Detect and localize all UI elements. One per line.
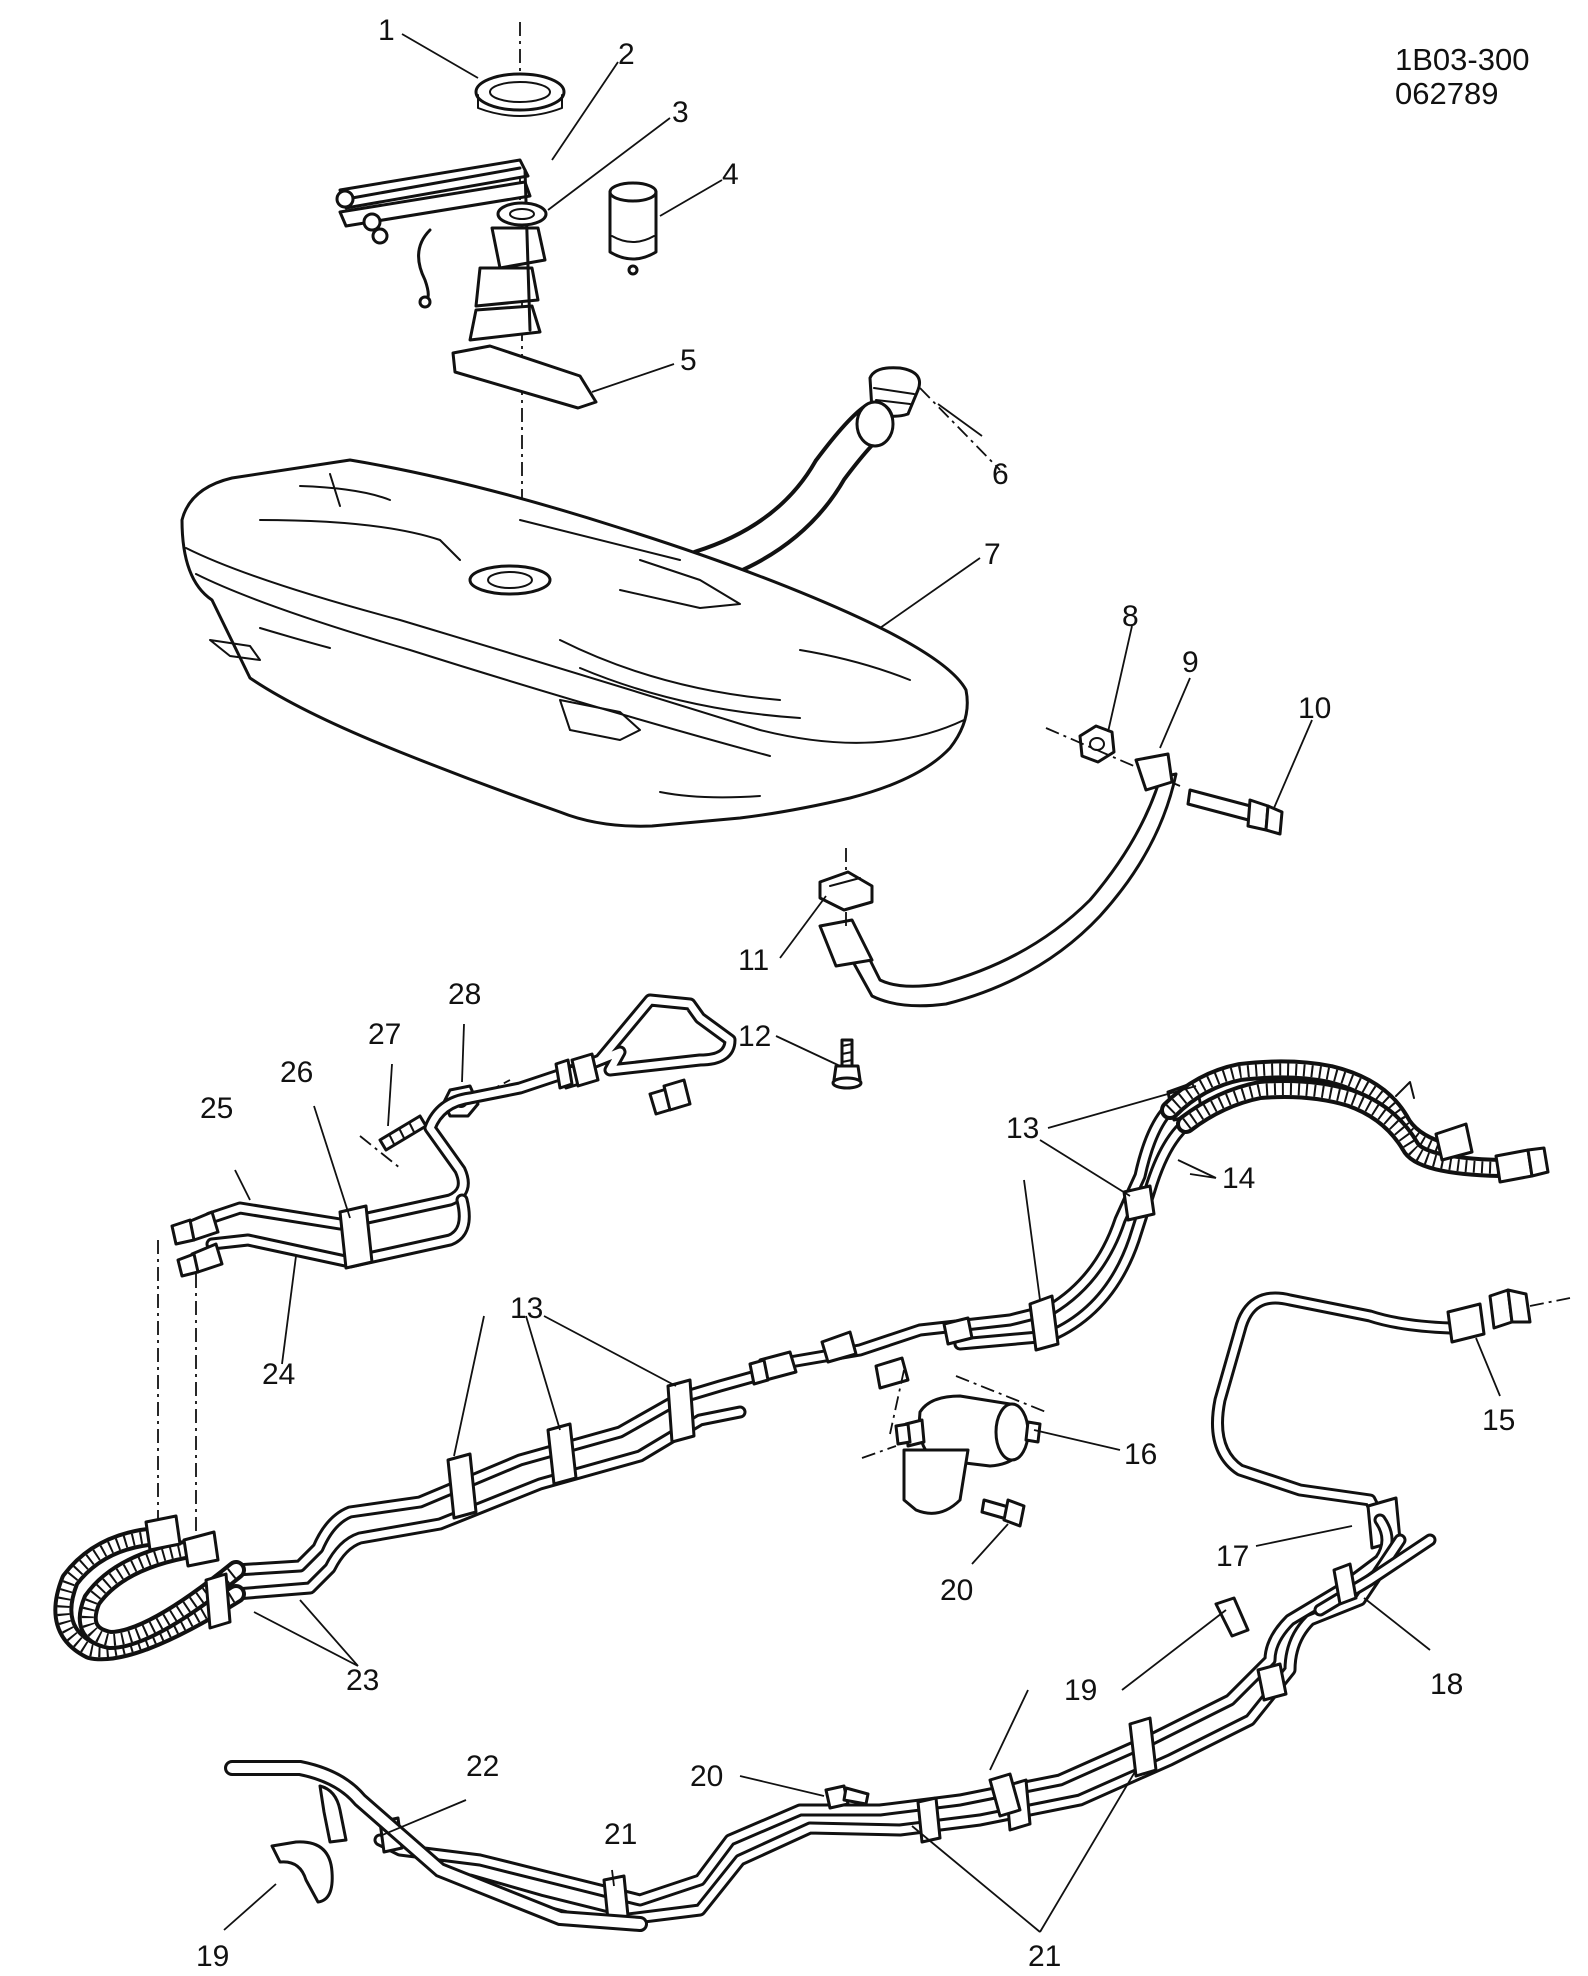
- callout-numbers: 1 2 3 4 5 6 7 8 9 10 11 12 13 13 14 15 1…: [196, 14, 1515, 1973]
- rear-fuel-pipes: [203, 993, 737, 1270]
- line-clip: [666, 1378, 696, 1444]
- main-fuel-lines: [229, 1080, 1204, 1601]
- fuel-tank: [180, 458, 969, 828]
- callout-13-left: 13: [510, 1292, 543, 1325]
- line-clip: [446, 1452, 478, 1520]
- fuel-pump-strainer: [608, 181, 658, 276]
- line-clip: [1122, 1184, 1156, 1222]
- return-line-axis: [1529, 1297, 1571, 1307]
- callout-19-right: 19: [1064, 1674, 1097, 1707]
- callout-11: 11: [738, 944, 769, 977]
- callout-28: 28: [448, 978, 481, 1011]
- callout-7: 7: [984, 538, 1001, 571]
- callout-18: 18: [1430, 1668, 1463, 1701]
- callout-leaders: [223, 33, 1501, 1933]
- filter-axis-right: [955, 1375, 1047, 1413]
- callout-21-right: 21: [1028, 1940, 1061, 1973]
- callout-10: 10: [1298, 692, 1331, 725]
- callout-9: 9: [1182, 646, 1199, 679]
- fitting-axis-left: [157, 1240, 197, 1540]
- flexible-hose-loop: [53, 1514, 246, 1662]
- callout-5: 5: [680, 344, 697, 377]
- callout-26: 26: [280, 1056, 313, 1089]
- callout-20-upper: 20: [940, 1574, 973, 1607]
- strap-bolt: [1186, 788, 1284, 836]
- callout-14: 14: [1222, 1162, 1255, 1195]
- callout-19-left: 19: [196, 1940, 229, 1973]
- line-clip: [1028, 1294, 1060, 1352]
- callout-27: 27: [368, 1018, 401, 1051]
- filter-axis-left: [861, 1369, 905, 1459]
- callout-2: 2: [618, 38, 635, 71]
- callout-16: 16: [1124, 1438, 1157, 1471]
- fuel-sender-assembly: [335, 158, 547, 342]
- sender-gasket: [451, 344, 598, 410]
- lower-fuel-lines: [373, 1513, 1437, 1927]
- callout-6: 6: [992, 458, 1009, 491]
- stud-to-pipe-axis: [359, 1135, 401, 1169]
- sender-seal: [496, 201, 548, 227]
- line-clip: [546, 1422, 578, 1486]
- callout-17: 17: [1216, 1540, 1249, 1573]
- line-clip-bolt: [824, 1784, 870, 1810]
- stud: [378, 1114, 428, 1152]
- filter-bolt: [980, 1498, 1026, 1528]
- callout-20-lower: 20: [690, 1760, 723, 1793]
- fuel-filter: [894, 1394, 1042, 1515]
- callout-1: 1: [378, 14, 395, 47]
- callout-25: 25: [200, 1092, 233, 1125]
- callout-21-left: 21: [604, 1818, 637, 1851]
- callout-13-top: 13: [1006, 1112, 1039, 1145]
- callout-22: 22: [466, 1750, 499, 1783]
- callout-12: 12: [738, 1020, 771, 1053]
- callout-23: 23: [346, 1664, 379, 1697]
- strap-clip-nut: [818, 870, 874, 912]
- hanger-clip-upper: [988, 1596, 1250, 1818]
- callout-24: 24: [262, 1358, 295, 1391]
- strap-screw: [831, 1038, 863, 1090]
- hanger-clip-lower: [270, 1784, 348, 1904]
- diagram-date-code: 062789: [1395, 76, 1498, 111]
- diagram-code: 1B03-300: [1395, 42, 1529, 77]
- callout-3: 3: [672, 96, 689, 129]
- vent-hose: [224, 1760, 648, 1932]
- callout-8: 8: [1122, 600, 1139, 633]
- tank-strap: [818, 752, 1178, 1008]
- filler-neck-hose: [681, 400, 895, 587]
- cap-axis: [919, 387, 1001, 471]
- flexible-fuel-hoses: [1160, 1059, 1550, 1184]
- callout-4: 4: [722, 158, 739, 191]
- callout-15: 15: [1482, 1404, 1515, 1437]
- lock-ring: [474, 72, 566, 117]
- rear-pipe-fittings: [170, 1210, 224, 1278]
